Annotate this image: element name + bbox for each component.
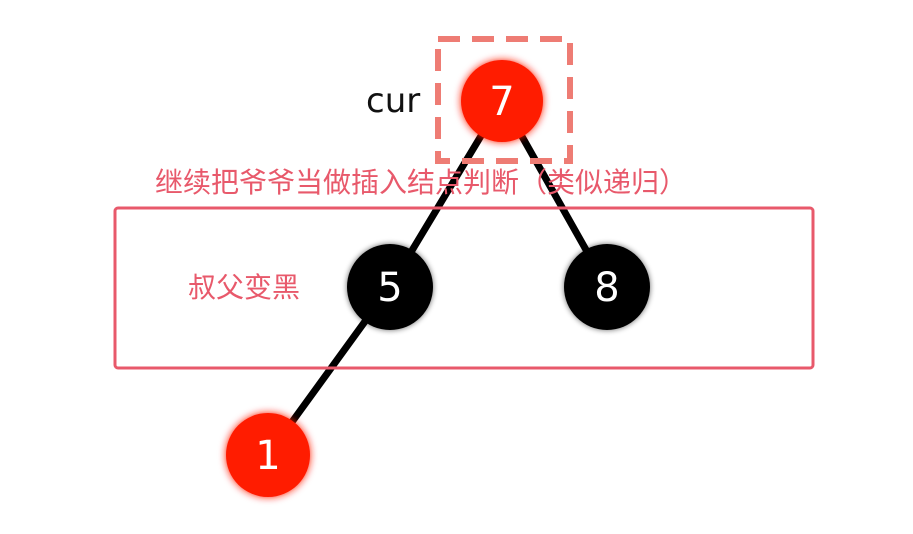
node-5: 5 (347, 244, 433, 330)
recursion-annotation: 继续把爷爷当做插入结点判断（类似递归） (155, 166, 687, 199)
node-5-label: 5 (377, 265, 402, 311)
cur-dashed-box (435, 36, 573, 164)
uncle-annotation: 叔父变黑 (188, 271, 300, 304)
cur-label: cur (366, 81, 420, 121)
node-7: 7 (461, 60, 543, 142)
uncle-highlight-box (113, 206, 815, 370)
node-8-label: 8 (594, 265, 619, 311)
node-1: 1 (226, 413, 310, 497)
node-1-label: 1 (255, 433, 280, 479)
node-8: 8 (564, 244, 650, 330)
node-7-label: 7 (489, 79, 514, 125)
